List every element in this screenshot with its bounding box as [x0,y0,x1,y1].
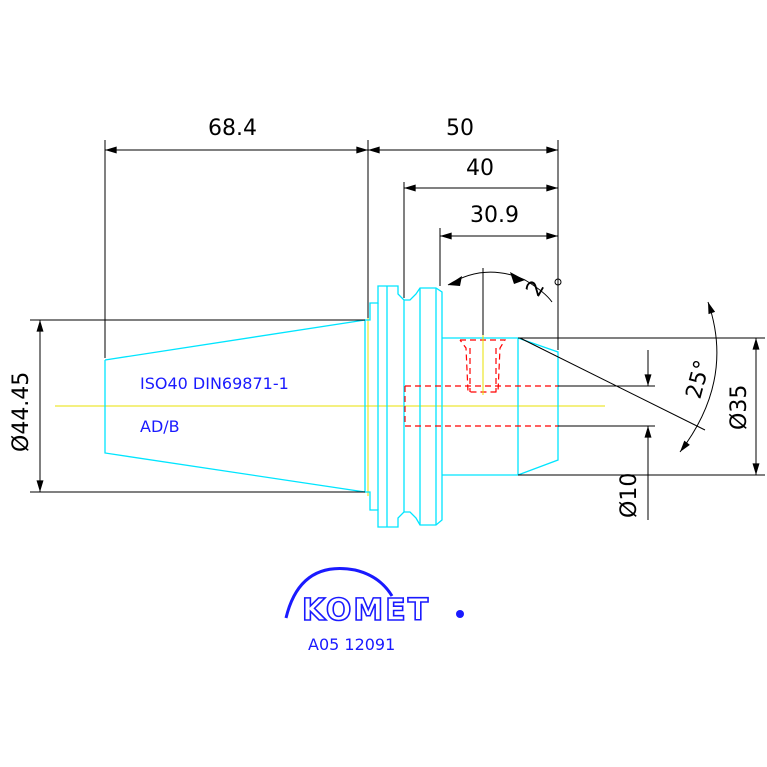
dim-bore-diameter [558,350,655,520]
dim-taper-diameter [30,319,365,493]
dim-text-body-diameter: Ø35 [727,385,752,430]
roughness-arc [447,268,553,335]
dim-text-taper-length: 68.4 [208,116,257,141]
komet-logo: KOMET [284,567,464,629]
note-standard: ISO40 DIN69871-1 [140,374,289,393]
shank-outline [442,337,559,476]
flange-outline [365,285,443,528]
logo-arc [284,567,394,619]
part-number: A05 12091 [308,635,395,654]
logo-brand: KOMET [302,593,430,628]
dim-angle [518,301,718,453]
dim-taper-length [104,140,369,358]
note-type: AD/B [140,417,180,436]
dim-text-overall: 50 [446,116,474,141]
dim-text-roughness: 2 [522,276,551,301]
dim-overall [367,140,559,350]
dim-text-bore-diameter: Ø10 [617,473,642,518]
dim-shank-length [439,228,558,286]
dim-text-shank-length: 30.9 [470,203,519,228]
dim-flange-to-end [403,182,558,298]
registered-mark [456,610,464,618]
dim-text-taper-diameter: Ø44.45 [9,372,34,452]
roughness-dot [554,278,562,286]
hidden-bore [404,339,558,427]
dim-text-flange-to-end: 40 [466,156,494,181]
